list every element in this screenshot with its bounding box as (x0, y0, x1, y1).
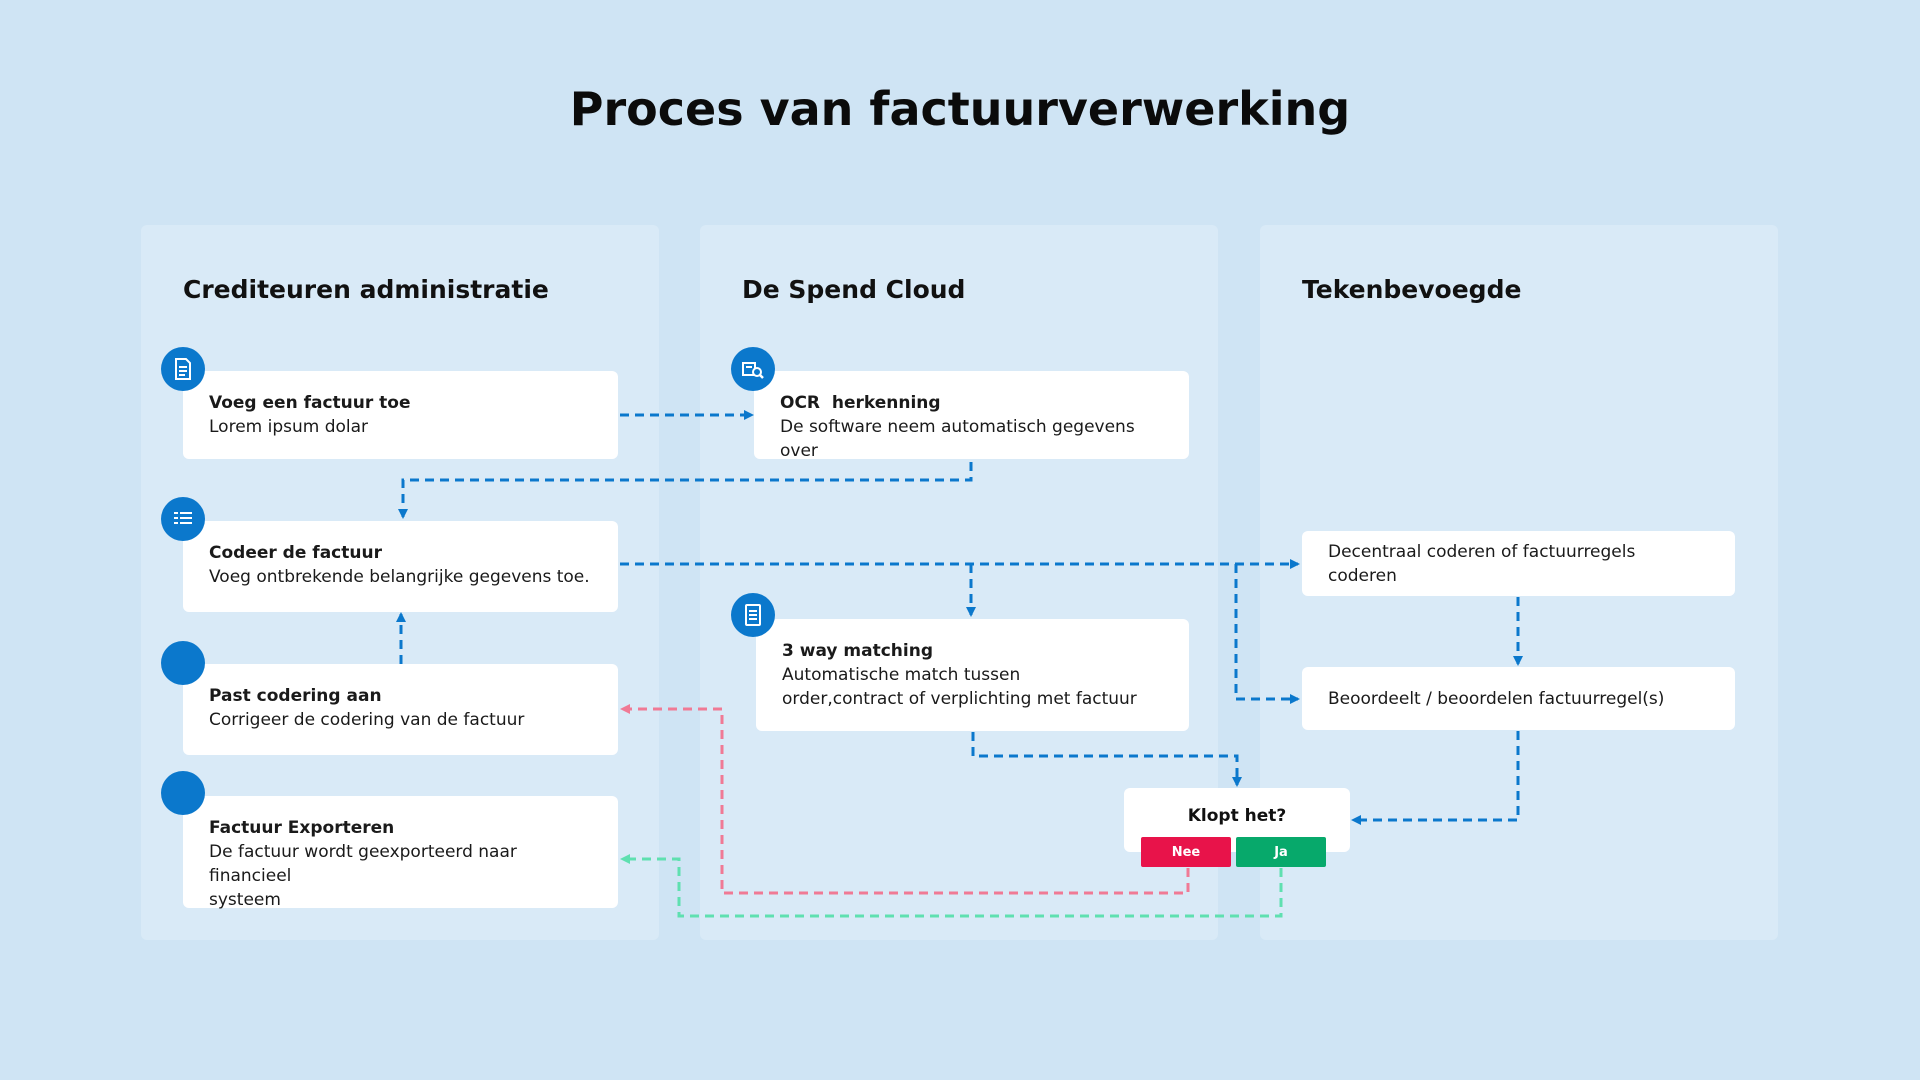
step-adjust-coding[interactable]: Past codering aan Corrigeer de codering … (183, 664, 618, 755)
arrow-no-to-adjust (620, 704, 1190, 895)
arrow-threeway-to-decision (971, 732, 1242, 787)
list-icon (161, 497, 205, 541)
step-description-line-2: systeem (209, 890, 281, 910)
lane-title-spend-cloud: De Spend Cloud (742, 275, 966, 304)
step-description: Corrigeer de codering van de factuur (209, 710, 525, 730)
step-title: Past codering aan (209, 686, 382, 706)
step-description: Voeg ontbrekende belangrijke gegevens to… (209, 567, 590, 587)
step-description-line-1: De factuur wordt geexporteerd naar finan… (209, 842, 517, 886)
step-add-invoice[interactable]: Voeg een factuur toe Lorem ipsum dolar (183, 371, 618, 459)
step-title: 3 way matching (782, 641, 933, 661)
arrow-yes-to-export (620, 854, 1283, 918)
decision-yes-button[interactable]: Ja (1236, 837, 1326, 867)
arrow-code-to-review (1234, 564, 1300, 704)
step-marker-icon (161, 771, 205, 815)
scan-search-icon (731, 347, 775, 391)
step-title: Factuur Exporteren (209, 818, 395, 838)
step-description: Beoordeelt / beoordelen factuurregel(s) (1328, 688, 1665, 709)
arrow-ocr-to-code (398, 462, 973, 519)
step-review[interactable]: Beoordeelt / beoordelen factuurregel(s) (1302, 667, 1735, 730)
step-decentral-coding[interactable]: Decentraal coderen of factuurregels code… (1302, 531, 1735, 596)
checklist-icon (731, 593, 775, 637)
step-description-line-2: order,contract of verplichting met factu… (782, 689, 1137, 709)
step-description: Lorem ipsum dolar (209, 417, 369, 437)
step-title: Voeg een factuur toe (209, 393, 411, 413)
page-title: Proces van factuurverwerking (569, 82, 1351, 136)
document-icon (161, 347, 205, 391)
step-three-way-matching[interactable]: 3 way matching Automatische match tussen… (756, 619, 1189, 731)
step-title: OCR herkenning (780, 393, 941, 413)
step-description-line-1: Automatische match tussen (782, 665, 1021, 685)
lane-title-crediteuren: Crediteuren administratie (183, 275, 549, 304)
decision-question: Klopt het? (1187, 806, 1287, 826)
step-description: De software neem automatisch gegevens ov… (780, 417, 1135, 461)
lane-title-tekenbevoegde: Tekenbevoegde (1302, 275, 1522, 304)
decision-no-button[interactable]: Nee (1141, 837, 1231, 867)
step-description: Decentraal coderen of factuurregels code… (1328, 541, 1636, 586)
arrow-review-to-decision (1351, 731, 1520, 825)
step-ocr[interactable]: OCR herkenning De software neem automati… (754, 371, 1189, 461)
step-export[interactable]: Factuur Exporteren De factuur wordt geex… (183, 796, 618, 910)
step-code-invoice[interactable]: Codeer de factuur Voeg ontbrekende belan… (183, 521, 618, 612)
step-marker-icon (161, 641, 205, 685)
step-title: Codeer de factuur (209, 543, 382, 563)
